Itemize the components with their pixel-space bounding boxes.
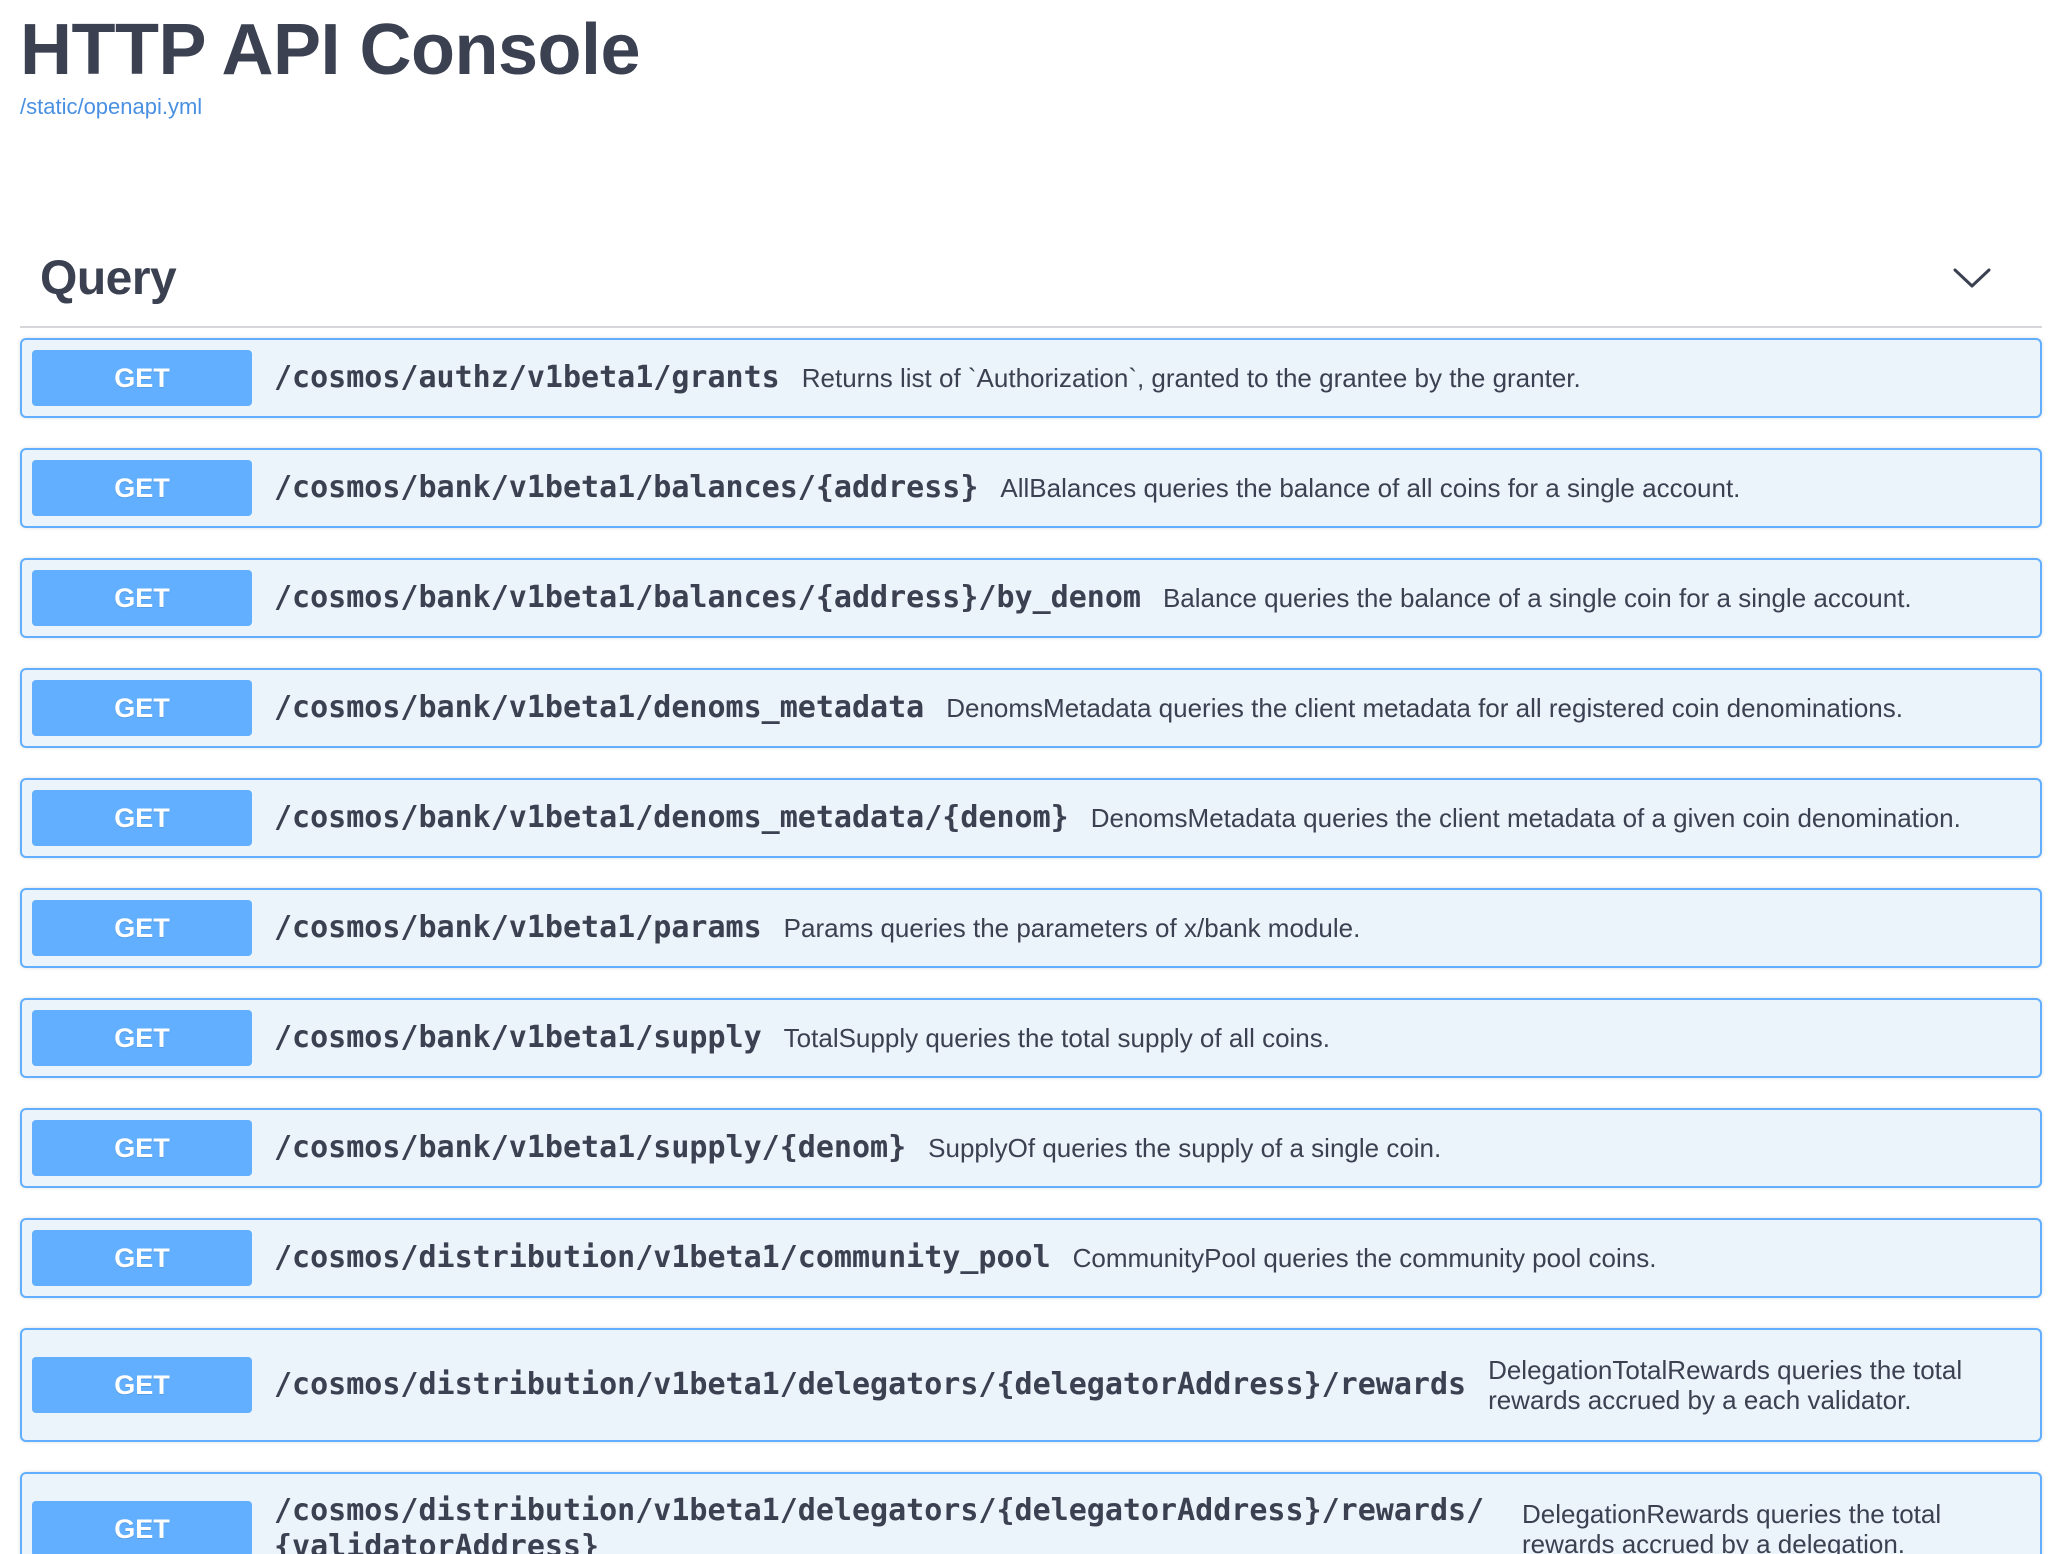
operation-summary: Params queries the parameters of x/bank … <box>783 913 1361 943</box>
operation-summary: DenomsMetadata queries the client metada… <box>1090 803 1961 833</box>
operation-row[interactable]: GET /cosmos/distribution/v1beta1/delegat… <box>20 1472 2042 1554</box>
operation-row[interactable]: GET /cosmos/distribution/v1beta1/communi… <box>20 1218 2042 1298</box>
method-badge[interactable]: GET <box>32 1357 252 1413</box>
method-badge[interactable]: GET <box>32 460 252 516</box>
operation-summary: DelegationTotalRewards queries the total… <box>1488 1355 1963 1415</box>
operation-summary: DenomsMetadata queries the client metada… <box>946 693 1903 723</box>
operation-summary: TotalSupply queries the total supply of … <box>783 1023 1330 1053</box>
operation-path[interactable]: /cosmos/authz/v1beta1/grants <box>274 360 780 395</box>
operation-path[interactable]: /cosmos/bank/v1beta1/denoms_metadata/{de… <box>274 800 1069 835</box>
operation-row[interactable]: GET /cosmos/authz/v1beta1/grants Returns… <box>20 338 2042 418</box>
spec-link[interactable]: /static/openapi.yml <box>20 94 203 119</box>
operation-summary: DelegationRewards queries the total rewa… <box>1522 1499 1942 1554</box>
operation-path[interactable]: /cosmos/bank/v1beta1/balances/{address} <box>274 470 979 505</box>
method-badge[interactable]: GET <box>32 1230 252 1286</box>
operations-list: GET /cosmos/authz/v1beta1/grants Returns… <box>20 328 2042 1554</box>
operation-summary: Returns list of `Authorization`, granted… <box>801 363 1581 393</box>
operation-row[interactable]: GET /cosmos/bank/v1beta1/balances/{addre… <box>20 448 2042 528</box>
operation-path[interactable]: /cosmos/bank/v1beta1/balances/{address}/… <box>274 580 1141 615</box>
operation-path[interactable]: /cosmos/distribution/v1beta1/delegators/… <box>274 1367 1467 1402</box>
operation-row[interactable]: GET /cosmos/bank/v1beta1/denoms_metadata… <box>20 668 2042 748</box>
method-badge[interactable]: GET <box>32 350 252 406</box>
query-tag-section: Query GET /cosmos/authz/v1beta1/grants R… <box>20 230 2042 1554</box>
method-badge[interactable]: GET <box>32 680 252 736</box>
chevron-down-icon[interactable] <box>1952 258 1992 298</box>
operation-path[interactable]: /cosmos/distribution/v1beta1/community_p… <box>274 1240 1051 1275</box>
method-badge[interactable]: GET <box>32 900 252 956</box>
method-badge[interactable]: GET <box>32 1010 252 1066</box>
operation-path[interactable]: /cosmos/bank/v1beta1/supply <box>274 1020 762 1055</box>
method-badge[interactable]: GET <box>32 790 252 846</box>
tag-title: Query <box>40 251 177 305</box>
method-badge[interactable]: GET <box>32 570 252 626</box>
operation-path[interactable]: /cosmos/bank/v1beta1/denoms_metadata <box>274 690 925 725</box>
query-tag-header[interactable]: Query <box>20 230 2042 328</box>
operation-path[interactable]: /cosmos/bank/v1beta1/params <box>274 910 762 945</box>
operation-path[interactable]: /cosmos/bank/v1beta1/supply/{denom} <box>274 1130 907 1165</box>
page-title: HTTP API Console <box>20 10 641 90</box>
method-badge[interactable]: GET <box>32 1501 252 1554</box>
operation-row[interactable]: GET /cosmos/bank/v1beta1/balances/{addre… <box>20 558 2042 638</box>
operation-row[interactable]: GET /cosmos/bank/v1beta1/supply TotalSup… <box>20 998 2042 1078</box>
operation-summary: CommunityPool queries the community pool… <box>1072 1243 1657 1273</box>
operation-summary: Balance queries the balance of a single … <box>1162 583 1912 613</box>
operation-path[interactable]: /cosmos/distribution/v1beta1/delegators/… <box>274 1493 1485 1554</box>
operation-row[interactable]: GET /cosmos/bank/v1beta1/denoms_metadata… <box>20 778 2042 858</box>
operation-row[interactable]: GET /cosmos/bank/v1beta1/supply/{denom} … <box>20 1108 2042 1188</box>
operation-row[interactable]: GET /cosmos/bank/v1beta1/params Params q… <box>20 888 2042 968</box>
operation-row[interactable]: GET /cosmos/distribution/v1beta1/delegat… <box>20 1328 2042 1442</box>
method-badge[interactable]: GET <box>32 1120 252 1176</box>
operation-summary: AllBalances queries the balance of all c… <box>1000 473 1741 503</box>
api-info: HTTP API Console /static/openapi.yml <box>20 0 641 120</box>
operation-summary: SupplyOf queries the supply of a single … <box>928 1133 1442 1163</box>
